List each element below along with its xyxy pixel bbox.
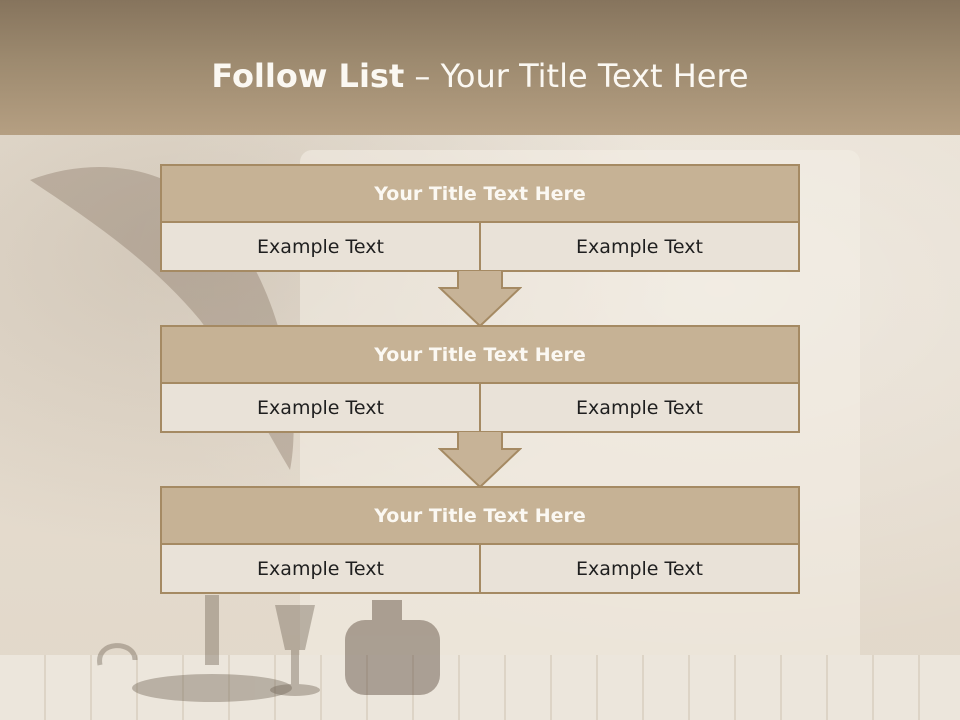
block-row: Example Text Example Text xyxy=(162,223,798,270)
list-block-3: Your Title Text Here Example Text Exampl… xyxy=(160,486,800,594)
down-arrow-icon xyxy=(438,431,522,489)
ink-bottle-icon xyxy=(345,600,440,695)
block-title: Your Title Text Here xyxy=(162,488,798,545)
slide-header: Follow List – Your Title Text Here xyxy=(0,0,960,135)
block-cell-left: Example Text xyxy=(257,235,384,258)
block-cell-right: Example Text xyxy=(479,545,798,592)
block-cell-left: Example Text xyxy=(257,557,384,580)
block-title: Your Title Text Here xyxy=(162,327,798,384)
block-row: Example Text Example Text xyxy=(162,545,798,592)
block-cell-right: Example Text xyxy=(479,384,798,431)
candle-holder-icon xyxy=(97,595,292,702)
goblet-icon xyxy=(270,605,320,696)
block-title: Your Title Text Here xyxy=(162,166,798,223)
slide-title-rest: – Your Title Text Here xyxy=(404,57,749,95)
list-block-1: Your Title Text Here Example Text Exampl… xyxy=(160,164,800,272)
slide-title: Follow List – Your Title Text Here xyxy=(0,54,960,98)
down-arrow-icon xyxy=(438,270,522,328)
block-cell-right: Example Text xyxy=(479,223,798,270)
slide-title-bold: Follow List xyxy=(211,57,405,95)
block-cell-left: Example Text xyxy=(257,396,384,419)
wooden-floor xyxy=(0,655,960,720)
block-row: Example Text Example Text xyxy=(162,384,798,431)
list-block-2: Your Title Text Here Example Text Exampl… xyxy=(160,325,800,433)
